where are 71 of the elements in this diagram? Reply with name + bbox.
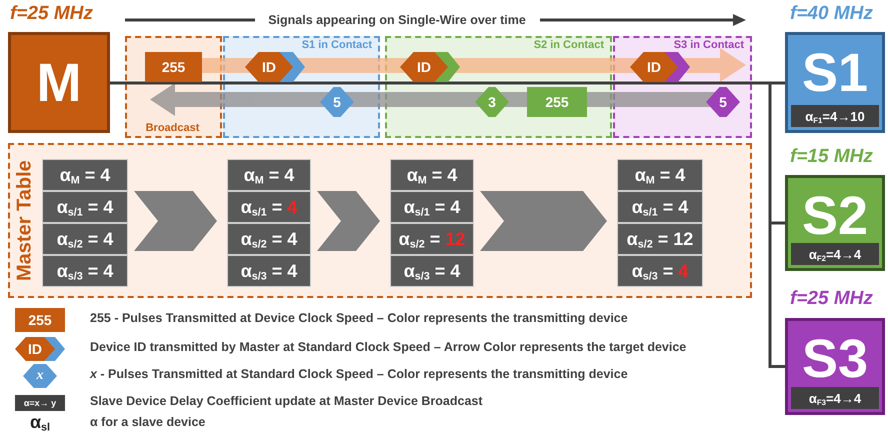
table-cell: α$_{M}$ = 4	[43, 160, 127, 190]
pulse-label: 5	[718, 93, 728, 112]
pulse-label: ID	[646, 58, 662, 77]
legend-text: x - Pulses Transmitted at Standard Clock Speed – Color represents the transmitting device	[90, 367, 629, 383]
coefficient-table	[227, 159, 311, 287]
table-cell: α$_{s/1}$ = 4	[228, 192, 310, 222]
pulse-label: 255	[544, 93, 570, 112]
device-box	[785, 318, 885, 415]
chevron-arrow	[317, 191, 380, 251]
table-cell: α$_{s/1}$ = 4	[43, 192, 127, 222]
zone-label: S3 in Contact	[672, 39, 744, 51]
device-name: S2	[800, 188, 870, 244]
table-cell: α$_{M}$ = 4	[228, 160, 310, 190]
table-cell: α$_{s/2}$ = 4	[43, 224, 127, 254]
table-cell: α$_{s/2}$ = 12	[391, 224, 473, 254]
coefficient-tag: α=x→ y	[15, 395, 65, 411]
pulse-label: ID	[416, 58, 432, 77]
id-hexagon	[400, 52, 460, 82]
table-cell: α$_{M}$ = 4	[618, 160, 702, 190]
legend-text: Slave Device Delay Coefficient update at Master Device Broadcast	[90, 394, 484, 410]
table-cell: α$_{s/3}$ = 4	[228, 256, 310, 286]
coefficient-table	[42, 159, 128, 287]
diagram-title: Signals appearing on Single-Wire over time	[267, 12, 527, 29]
device-box	[785, 32, 885, 133]
zone-label: Broadcast	[144, 122, 200, 134]
pulse-hexagon	[706, 87, 740, 117]
pulse-hexagon	[475, 87, 509, 117]
chevron-arrow	[134, 191, 217, 251]
pulse-block: 255	[15, 308, 65, 332]
pulse-label: ID	[261, 58, 277, 77]
coefficient-label: α$_{F2}$=4→4	[791, 243, 879, 265]
coefficient-label: α$_{F1}$=4→10	[791, 105, 879, 127]
id-hexagon	[630, 52, 690, 82]
coefficient-table	[617, 159, 703, 287]
table-cell: α$_{s/1}$ = 4	[391, 192, 473, 222]
table-cell: α$_{s/2}$ = 4	[228, 224, 310, 254]
frequency-label: f=25 MHz	[790, 288, 874, 311]
pulse-block	[145, 52, 202, 82]
device-box	[8, 32, 110, 133]
chevron-arrow	[480, 191, 607, 251]
id-hexagon	[245, 52, 305, 82]
device-name: S1	[800, 45, 870, 101]
device-box	[785, 175, 885, 271]
pulse-label: 5	[332, 93, 342, 112]
device-name: M	[36, 55, 82, 111]
legend-text: 255 - Pulses Transmitted at Device Clock Speed – Color represents the transmitting device	[90, 311, 629, 327]
legend-text: Device ID transmitted by Master at Standard Clock Speed – Arrow Color represents the target device	[90, 340, 688, 356]
table-panel	[8, 143, 752, 298]
pulse-hexagon	[320, 87, 354, 117]
panel-title: Master Table	[14, 159, 36, 283]
table-cell: α$_{s/3}$ = 4	[618, 256, 702, 286]
pulse-label: 3	[487, 93, 497, 112]
alpha-symbol: α$_{sl}$	[28, 412, 52, 432]
frequency-label: f=15 MHz	[790, 146, 874, 169]
zone-label: S1 in Contact	[300, 39, 372, 51]
pulse-block	[527, 87, 587, 117]
table-cell: α$_{s/3}$ = 4	[43, 256, 127, 286]
device-name: S3	[800, 331, 870, 387]
legend-text: α for a slave device	[90, 415, 206, 431]
table-cell: α$_{s/3}$ = 4	[391, 256, 473, 286]
coefficient-label: α$_{F3}$=4→4	[791, 387, 879, 409]
zone-label: S2 in Contact	[532, 39, 604, 51]
coefficient-table	[390, 159, 474, 287]
pulse-hexagon: x	[23, 364, 57, 388]
frequency-label: f=25 MHz	[10, 3, 94, 26]
id-hexagon: ID	[15, 337, 65, 361]
table-cell: α$_{M}$ = 4	[391, 160, 473, 190]
table-cell: α$_{s/1}$ = 4	[618, 192, 702, 222]
table-cell: α$_{s/2}$ = 12	[618, 224, 702, 254]
pulse-label: 255	[160, 58, 186, 77]
frequency-label: f=40 MHz	[790, 3, 874, 26]
